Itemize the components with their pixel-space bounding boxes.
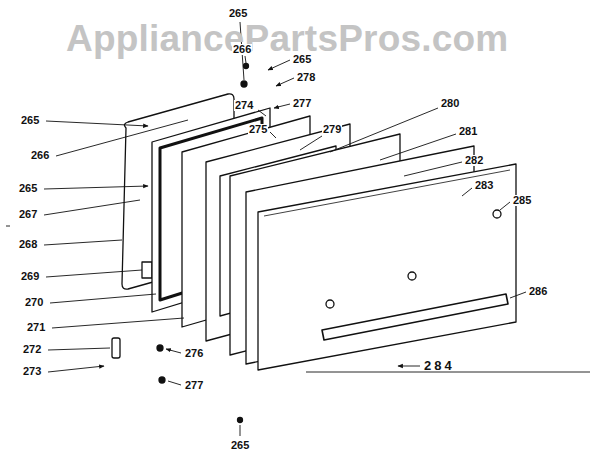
- callout-number: 265: [230, 440, 250, 451]
- washer: [244, 64, 249, 69]
- callout-number: 267: [18, 209, 38, 220]
- callout-number: 265: [20, 115, 40, 126]
- callout-number: 276: [184, 348, 204, 359]
- callout-number: 283: [474, 180, 494, 191]
- handle-screw: [493, 210, 501, 218]
- handle-screw: [326, 300, 334, 308]
- callout-number: 280: [440, 98, 460, 109]
- outer-door-panel: [258, 164, 516, 370]
- screw: [241, 81, 247, 87]
- latch-bracket: [142, 262, 152, 278]
- watermark: AppliancePartsPros.com: [66, 20, 508, 57]
- callout-number: 278: [296, 72, 316, 83]
- callout-number: 275: [248, 124, 268, 135]
- callout-number: 266: [30, 150, 50, 161]
- callout-number: 281: [458, 126, 478, 137]
- callout-number: 269: [20, 271, 40, 282]
- handle-screw: [408, 272, 416, 280]
- callout-number: 271: [26, 322, 46, 333]
- callout-number: 265: [228, 8, 248, 19]
- callout-number: 265: [292, 54, 312, 65]
- callout-number: 277: [292, 98, 312, 109]
- callout-number: 274: [234, 100, 254, 111]
- callout-number: 272: [22, 344, 42, 355]
- callout-number: 282: [464, 155, 484, 166]
- callout-number: 265: [18, 183, 38, 194]
- callout-number: 286: [528, 286, 548, 297]
- callout-number: 270: [24, 297, 44, 308]
- hinge: [112, 338, 120, 358]
- screw: [238, 418, 243, 423]
- callout-number: 277: [184, 380, 204, 391]
- screw: [157, 345, 163, 351]
- callout-number: 279: [322, 124, 342, 135]
- panel-edge: [264, 170, 510, 216]
- callout-number: 284: [424, 359, 455, 372]
- door-handle: [322, 294, 508, 340]
- callout-number: 268: [18, 239, 38, 250]
- callout-number: 266: [232, 44, 252, 55]
- callout-number: 273: [22, 366, 42, 377]
- screw: [159, 377, 165, 383]
- callout-number: 285: [512, 195, 532, 206]
